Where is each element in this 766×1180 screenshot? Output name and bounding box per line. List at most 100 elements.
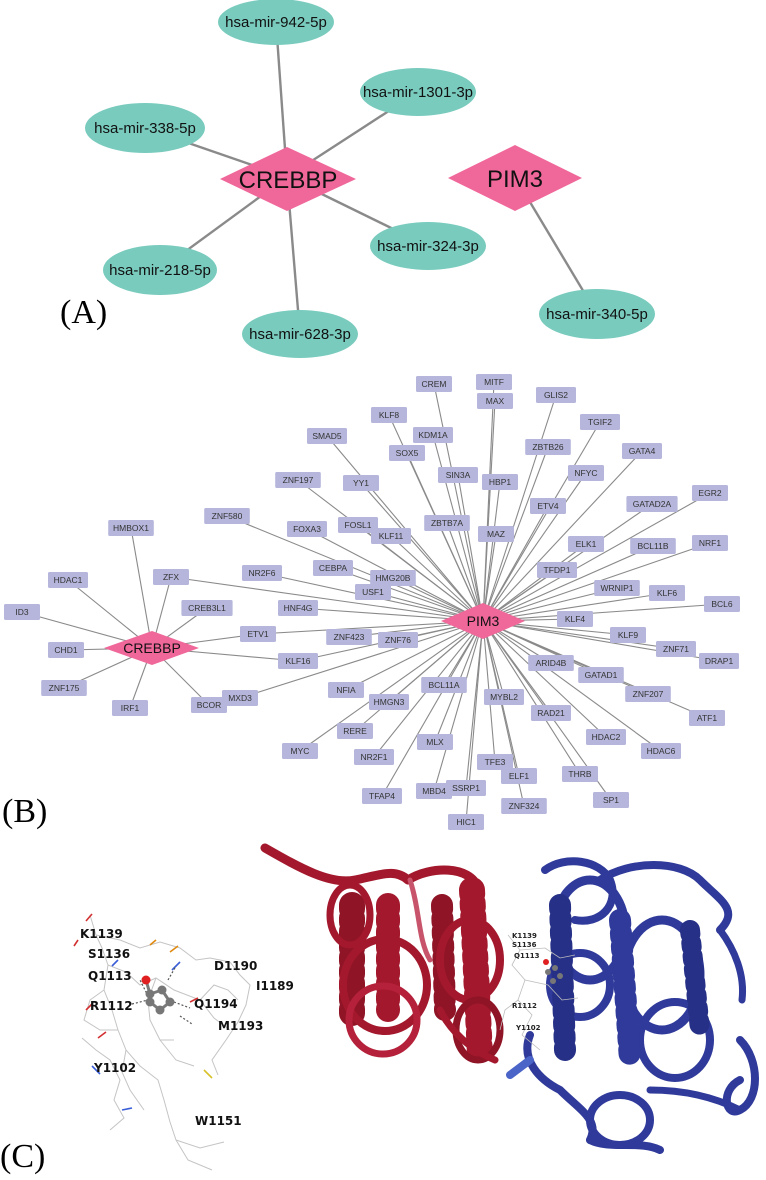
tf-node-klf6[interactable]: KLF6 xyxy=(649,585,685,601)
tf-node-zbtb26[interactable]: ZBTB26 xyxy=(525,439,571,455)
mirna-node-218[interactable]: hsa-mir-218-5p xyxy=(103,245,217,295)
tf-node-tgif2[interactable]: TGIF2 xyxy=(580,414,620,430)
tf-node-bcl11a[interactable]: BCL11A xyxy=(421,677,467,693)
tf-node-znf197[interactable]: ZNF197 xyxy=(275,472,321,488)
tf-node-creb3l1[interactable]: CREB3L1 xyxy=(181,600,233,616)
tf-node-tfe3[interactable]: TFE3 xyxy=(477,754,513,770)
tf-node-rad21[interactable]: RAD21 xyxy=(531,705,571,721)
mirna-node-942[interactable]: hsa-mir-942-5p xyxy=(218,0,334,45)
tf-node-label: GATA4 xyxy=(629,446,656,456)
tf-node-max[interactable]: MAX xyxy=(477,393,513,409)
tf-node-znf71[interactable]: ZNF71 xyxy=(656,641,696,657)
tf-node-znf324[interactable]: ZNF324 xyxy=(501,798,547,814)
tf-node-glis2[interactable]: GLIS2 xyxy=(536,387,576,403)
tf-node-chd1[interactable]: CHD1 xyxy=(48,642,84,658)
tf-node-arid4b[interactable]: ARID4B xyxy=(528,655,574,671)
tf-node-klf11[interactable]: KLF11 xyxy=(371,528,411,544)
tf-node-klf4[interactable]: KLF4 xyxy=(557,611,593,627)
tf-node-nr2f1[interactable]: NR2F1 xyxy=(354,749,394,765)
tf-node-fosl1[interactable]: FOSL1 xyxy=(338,517,378,533)
tf-node-klf16[interactable]: KLF16 xyxy=(278,653,318,669)
tf-node-etv1[interactable]: ETV1 xyxy=(240,626,276,642)
tf-node-label: SP1 xyxy=(603,795,619,805)
tf-node-hdac2[interactable]: HDAC2 xyxy=(586,729,626,745)
tf-node-sin3a[interactable]: SIN3A xyxy=(438,467,478,483)
mirna-node-324[interactable]: hsa-mir-324-3p xyxy=(370,222,486,270)
tf-node-egr2[interactable]: EGR2 xyxy=(692,485,728,501)
edge-pim3-crem xyxy=(433,383,484,622)
tf-node-elf1[interactable]: ELF1 xyxy=(501,768,537,784)
mirna-node-340[interactable]: hsa-mir-340-5p xyxy=(539,289,655,339)
hub-node-pim3-a[interactable]: PIM3 xyxy=(448,145,582,211)
tf-node-elk1[interactable]: ELK1 xyxy=(568,536,604,552)
tf-node-znf207[interactable]: ZNF207 xyxy=(625,686,671,702)
tf-node-hbp1[interactable]: HBP1 xyxy=(482,474,518,490)
tf-node-hdac6[interactable]: HDAC6 xyxy=(641,743,681,759)
tf-node-thrb[interactable]: THRB xyxy=(562,766,598,782)
tf-node-znf580[interactable]: ZNF580 xyxy=(204,508,250,524)
tf-node-etv4[interactable]: ETV4 xyxy=(530,498,566,514)
tf-node-mxd3[interactable]: MXD3 xyxy=(222,690,258,706)
tf-node-atf1[interactable]: ATF1 xyxy=(689,710,725,726)
tf-node-mlx[interactable]: MLX xyxy=(417,734,453,750)
tf-node-crem[interactable]: CREM xyxy=(416,376,452,392)
tf-node-hmg20b[interactable]: HMG20B xyxy=(370,570,416,586)
tf-node-znf175[interactable]: ZNF175 xyxy=(41,680,87,696)
tf-node-gatad2a[interactable]: GATAD2A xyxy=(626,496,678,512)
tf-node-mbd4[interactable]: MBD4 xyxy=(416,783,452,799)
mirna-node-1301[interactable]: hsa-mir-1301-3p xyxy=(360,68,476,116)
tf-node-hmgn3[interactable]: HMGN3 xyxy=(369,694,409,710)
tf-node-klf8[interactable]: KLF8 xyxy=(371,407,407,423)
tf-node-zfx[interactable]: ZFX xyxy=(153,569,189,585)
hub-label-crebbp-a: CREBBP xyxy=(239,167,338,194)
tf-node-nfia[interactable]: NFIA xyxy=(328,682,364,698)
tf-node-drap1[interactable]: DRAP1 xyxy=(699,653,739,669)
tf-node-label: HNF4G xyxy=(284,603,313,613)
tf-node-usf1[interactable]: USF1 xyxy=(355,584,391,600)
tf-node-yy1[interactable]: YY1 xyxy=(343,475,379,491)
hub-node-crebbp-a[interactable]: CREBBP xyxy=(220,147,356,211)
tf-node-box xyxy=(362,788,402,804)
tf-node-bcor[interactable]: BCOR xyxy=(191,697,227,713)
tf-node-mitf[interactable]: MITF xyxy=(476,374,512,390)
tf-node-foxa3[interactable]: FOXA3 xyxy=(287,521,327,537)
tf-node-klf9[interactable]: KLF9 xyxy=(610,627,646,643)
tf-node-tfap4[interactable]: TFAP4 xyxy=(362,788,402,804)
tf-node-cebpa[interactable]: CEBPA xyxy=(313,560,353,576)
tf-node-rere[interactable]: RERE xyxy=(337,723,373,739)
tf-node-bcl11b[interactable]: BCL11B xyxy=(630,538,676,554)
tf-node-nr2f6[interactable]: NR2F6 xyxy=(242,565,282,581)
tf-node-wrnip1[interactable]: WRNIP1 xyxy=(594,580,640,596)
tf-node-hdac1[interactable]: HDAC1 xyxy=(48,572,88,588)
tf-node-zbtb7a[interactable]: ZBTB7A xyxy=(424,515,470,531)
tf-node-kdm1a[interactable]: KDM1A xyxy=(413,427,453,443)
tf-node-sox5[interactable]: SOX5 xyxy=(389,445,425,461)
hub-node-pim3-b[interactable]: PIM3 xyxy=(441,603,525,639)
tf-node-box xyxy=(371,528,411,544)
tf-node-hmbox1[interactable]: HMBOX1 xyxy=(108,520,154,536)
tf-node-myc[interactable]: MYC xyxy=(282,743,318,759)
tf-node-mybl2[interactable]: MYBL2 xyxy=(484,689,524,705)
tf-node-tfdp1[interactable]: TFDP1 xyxy=(537,562,577,578)
tf-node-label: ZNF175 xyxy=(49,683,80,693)
tf-node-bcl6[interactable]: BCL6 xyxy=(704,596,740,612)
panel-label-c: (C) xyxy=(0,1138,45,1175)
tf-node-znf76[interactable]: ZNF76 xyxy=(378,632,418,648)
hub-node-crebbp-b[interactable]: CREBBP xyxy=(104,631,199,665)
tf-node-hnf4g[interactable]: HNF4G xyxy=(278,600,318,616)
tf-node-nfyc[interactable]: NFYC xyxy=(568,465,604,481)
tf-node-sp1[interactable]: SP1 xyxy=(593,792,629,808)
tf-node-id3[interactable]: ID3 xyxy=(4,604,40,620)
tf-node-ssrp1[interactable]: SSRP1 xyxy=(446,780,486,796)
tf-node-gatad1[interactable]: GATAD1 xyxy=(578,667,624,683)
mirna-node-338[interactable]: hsa-mir-338-5p xyxy=(85,103,205,153)
tf-node-irf1[interactable]: IRF1 xyxy=(112,700,148,716)
tf-node-znf423[interactable]: ZNF423 xyxy=(326,629,372,645)
tf-node-nrf1[interactable]: NRF1 xyxy=(692,535,728,551)
tf-node-hic1[interactable]: HIC1 xyxy=(448,814,484,830)
tf-node-maz[interactable]: MAZ xyxy=(478,526,514,542)
tf-node-smad5[interactable]: SMAD5 xyxy=(307,428,347,444)
mirna-node-628[interactable]: hsa-mir-628-3p xyxy=(242,310,358,358)
tf-node-label: ELK1 xyxy=(576,539,597,549)
tf-node-gata4[interactable]: GATA4 xyxy=(622,443,662,459)
